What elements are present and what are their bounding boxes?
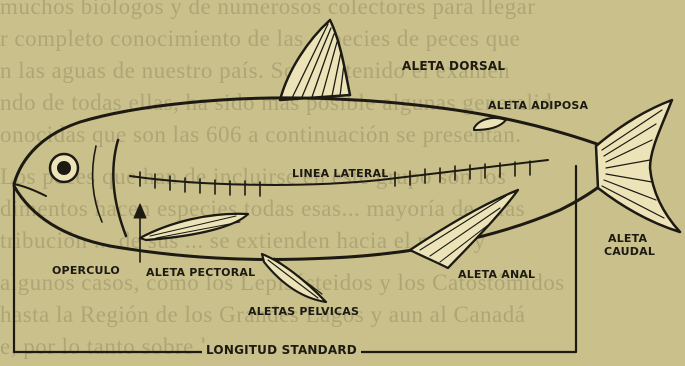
anal-fin: [410, 190, 518, 268]
pelvic-fin: [262, 254, 326, 302]
opercle-edge: [113, 140, 126, 236]
label-dorsal-fin: ALETA DORSAL: [402, 59, 505, 73]
preopercle-edge: [93, 146, 102, 222]
label-anal-fin: ALETA ANAL: [458, 268, 535, 281]
label-pelvic-fins: ALETAS PELVICAS: [248, 305, 359, 318]
caudal-fin: [596, 100, 680, 232]
pupil: [57, 161, 71, 175]
label-standard-length: LONGITUD STANDARD: [202, 343, 361, 357]
pectoral-fin: [140, 214, 248, 240]
label-caudal-fin-line1: ALETA: [608, 232, 647, 245]
label-pectoral-fin: ALETA PECTORAL: [146, 266, 255, 279]
label-adipose-fin: ALETA ADIPOSA: [488, 99, 588, 112]
label-caudal-fin-line2: CAUDAL: [604, 245, 655, 258]
opercle-arrowhead: [134, 204, 146, 218]
label-opercle: OPERCULO: [52, 264, 120, 277]
adipose-fin: [474, 118, 506, 130]
label-lateral-line: LINEA LATERAL: [292, 167, 388, 180]
